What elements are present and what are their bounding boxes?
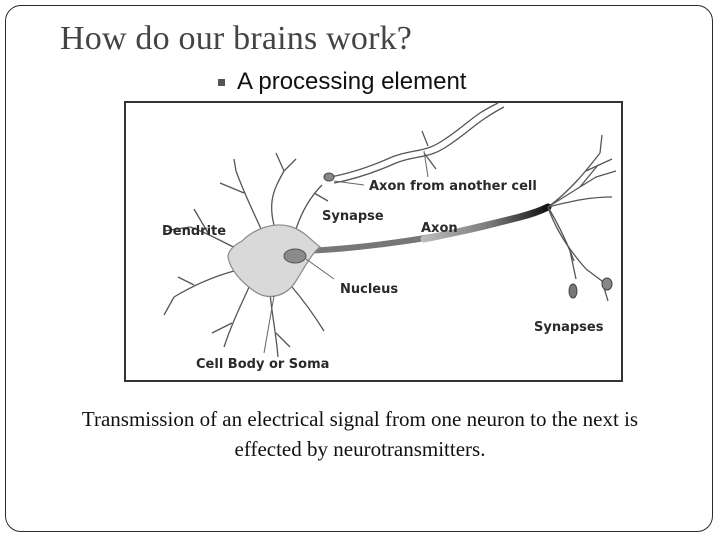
label-cell-body: Cell Body or Soma xyxy=(196,357,329,372)
dendrites xyxy=(163,152,329,358)
axon-myelin xyxy=(420,203,552,243)
neuron-diagram: Axon from another cell Synapse Axon Dend… xyxy=(124,101,623,382)
caption: Transmission of an electrical signal fro… xyxy=(20,404,700,464)
cell-body-soma xyxy=(227,224,321,298)
label-synapse: Synapse xyxy=(322,209,384,224)
label-synapses: Synapses xyxy=(534,320,604,335)
synapse-terminal-right xyxy=(601,277,613,291)
synapse-terminal-left xyxy=(568,283,578,299)
nucleus xyxy=(283,248,307,264)
slide-title: How do our brains work? xyxy=(60,20,413,57)
caption-line-2: effected by neurotransmitters. xyxy=(234,437,486,461)
leader-lines xyxy=(263,150,429,354)
incoming-axon xyxy=(329,102,505,184)
caption-line-1: Transmission of an electrical signal fro… xyxy=(81,407,639,431)
axon-terminals xyxy=(547,134,617,302)
label-dendrite: Dendrite xyxy=(162,224,226,239)
neuron-svg: Axon from another cell Synapse Axon Dend… xyxy=(124,101,623,382)
label-axon-from-another-cell: Axon from another cell xyxy=(369,179,537,194)
bullet-text: A processing element xyxy=(237,68,467,95)
diagram-border xyxy=(124,101,623,382)
synapse-bulb xyxy=(323,172,335,182)
bullet-square-icon xyxy=(218,78,225,86)
label-axon: Axon xyxy=(421,221,458,236)
label-nucleus: Nucleus xyxy=(340,282,398,297)
bullet-item: A processing element xyxy=(218,68,466,96)
